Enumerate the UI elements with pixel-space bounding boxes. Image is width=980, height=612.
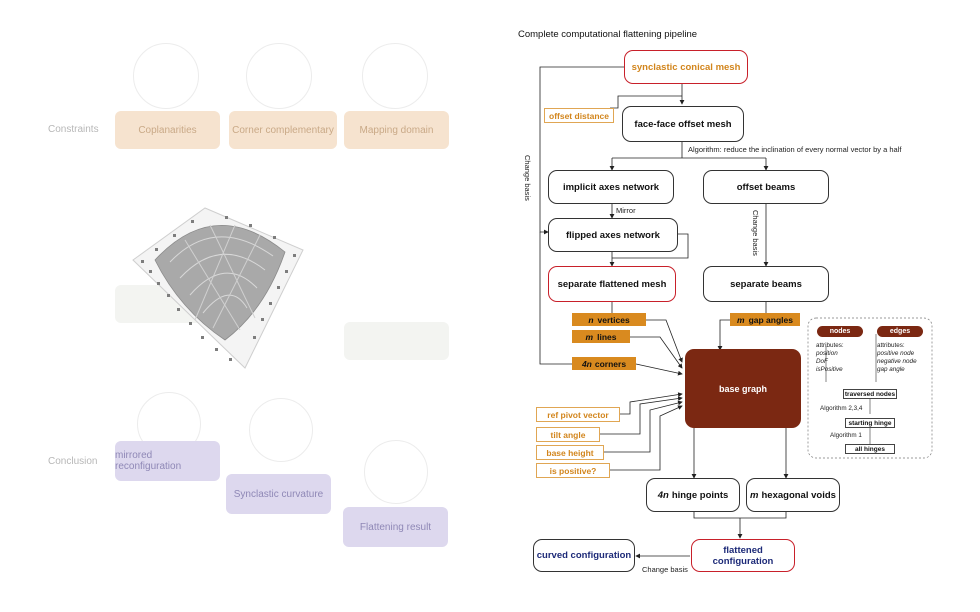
legend-algo-234: Algorithm 2,3,4 (820, 405, 863, 412)
legend-nodes-attrs: attributes: position DoF isPositive (816, 342, 844, 374)
m-lines-label: lines (597, 331, 617, 342)
gap-angles-label: gap angles (748, 314, 793, 325)
node-flattened-configuration: flattened configuration (691, 539, 795, 572)
legend-edge-attr: positive node (877, 350, 915, 357)
node-separate-beams: separate beams (703, 266, 829, 302)
tag-offset-distance: offset distance (544, 108, 614, 123)
corners-prefix: 4n (581, 358, 592, 369)
hexagonal-voids-label: hexagonal voids (761, 489, 836, 501)
legend-nodes-pill: nodes (817, 326, 863, 337)
corners-label: corners (594, 358, 627, 369)
hexagonal-voids-prefix: m (750, 489, 759, 501)
box-corner-complementary: Corner complementary (229, 111, 337, 149)
tag-is-positive: is positive? (536, 463, 610, 478)
row-label-conclusion: Conclusion (48, 456, 98, 467)
node-curved-configuration: curved configuration (533, 539, 635, 572)
diagram-title: Complete computational flattening pipeli… (518, 29, 698, 40)
node-hinge-points: 4n hinge points (646, 478, 740, 512)
hinge-points-prefix: 4n (657, 489, 669, 501)
legend-edges-attr-head: attributes: (877, 342, 905, 349)
hinge-points-label: hinge points (671, 489, 729, 501)
tag-m-gap-angles: m gap angles (730, 313, 800, 326)
legend-starting-hinge: starting hinge (845, 418, 895, 428)
legend-node-attr: position (816, 350, 838, 357)
label-algorithm: Algorithm: reduce the inclination of eve… (688, 145, 902, 154)
tag-tilt-angle: tilt angle (536, 427, 600, 442)
node-offset-beams: offset beams (703, 170, 829, 204)
legend-all-hinges: all hinges (845, 444, 895, 454)
legend-edges-attrs: attributes: positive node negative node … (877, 342, 917, 374)
legend-algo-1: Algorithm 1 (830, 432, 862, 439)
node-hexagonal-voids: m hexagonal voids (746, 478, 840, 512)
ghost-box-2 (344, 322, 449, 360)
node-implicit-axes-network: implicit axes network (548, 170, 674, 204)
box-flattening-result: Flattening result (343, 507, 448, 547)
tag-base-height: base height (536, 445, 604, 460)
node-base-graph: base graph (685, 349, 801, 428)
box-mapping-domain: Mapping domain (344, 111, 449, 149)
node-flipped-axes-network: flipped axes network (548, 218, 678, 252)
legend-nodes-attr-head: attributes: (816, 342, 844, 349)
row-label-constraints: Constraints (48, 124, 99, 135)
legend-node-attr: DoF (816, 358, 828, 365)
legend-traversed-nodes: traversed nodes (843, 389, 897, 399)
legend-edge-attr: gap angle (877, 366, 905, 373)
node-separate-flattened-mesh: separate flattened mesh (548, 266, 676, 302)
pillow-mesh-render (132, 207, 304, 369)
n-vertices-prefix: n (588, 314, 594, 325)
node-synclastic-conical-mesh: synclastic conical mesh (624, 50, 748, 84)
roof-sketch-icon (133, 43, 199, 109)
label-change-basis-mid: Change basis (751, 210, 760, 256)
tag-m-lines: m lines (572, 330, 630, 343)
corner-sketch-icon (246, 43, 312, 109)
flatten-sketch-icon (364, 440, 428, 504)
legend-edges-pill: edges (877, 326, 923, 337)
tag-4n-corners: 4n corners (572, 357, 636, 370)
gap-angles-prefix: m (737, 314, 745, 325)
label-change-basis-left: Change basis (523, 155, 532, 201)
tag-n-vertices: n vertices (572, 313, 646, 326)
m-lines-prefix: m (585, 331, 594, 342)
box-synclastic-curvature: Synclastic curvature (226, 474, 331, 514)
legend-node-attr: isPositive (816, 366, 843, 373)
label-mirror: Mirror (616, 206, 636, 215)
node-face-face-offset-mesh: face-face offset mesh (622, 106, 744, 142)
box-mirrored-reconfiguration: mirrored reconfiguration (115, 441, 220, 481)
curvature-sketch-icon (249, 398, 313, 462)
mapping-sketch-icon (362, 43, 428, 109)
label-change-basis-bottom: Change basis (642, 565, 688, 574)
n-vertices-label: vertices (597, 314, 630, 325)
box-coplanarities: Coplanarities (115, 111, 220, 149)
legend-edge-attr: negative node (877, 358, 917, 365)
tag-ref-pivot-vector: ref pivot vector (536, 407, 620, 422)
